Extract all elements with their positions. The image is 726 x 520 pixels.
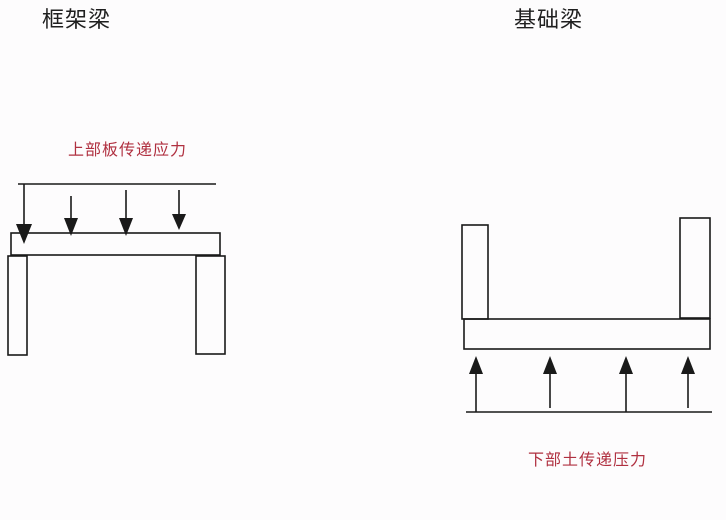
right-column bbox=[679, 217, 711, 319]
frame-beam bbox=[10, 232, 221, 256]
foundation-beam bbox=[463, 318, 711, 350]
left-column bbox=[461, 224, 489, 320]
up-arrow bbox=[543, 356, 557, 408]
foundation-beam-title: 基础梁 bbox=[514, 8, 584, 33]
down-arrow bbox=[119, 190, 133, 236]
down-arrow bbox=[172, 190, 186, 230]
left-column bbox=[7, 255, 28, 356]
foundation-beam-group bbox=[461, 217, 712, 413]
up-arrow bbox=[469, 356, 483, 412]
slab-stress-label: 上部板传递应力 bbox=[68, 140, 188, 159]
soil-pressure-label: 下部土传递压力 bbox=[528, 450, 648, 469]
downward-arrows bbox=[16, 184, 186, 244]
down-arrow bbox=[64, 196, 78, 236]
right-column bbox=[195, 255, 226, 355]
down-arrow bbox=[16, 184, 32, 244]
upward-arrows bbox=[469, 356, 695, 412]
up-arrow bbox=[619, 356, 633, 412]
frame-beam-title: 框架梁 bbox=[42, 8, 112, 33]
frame-beam-group bbox=[7, 183, 226, 356]
up-arrow bbox=[681, 356, 695, 408]
